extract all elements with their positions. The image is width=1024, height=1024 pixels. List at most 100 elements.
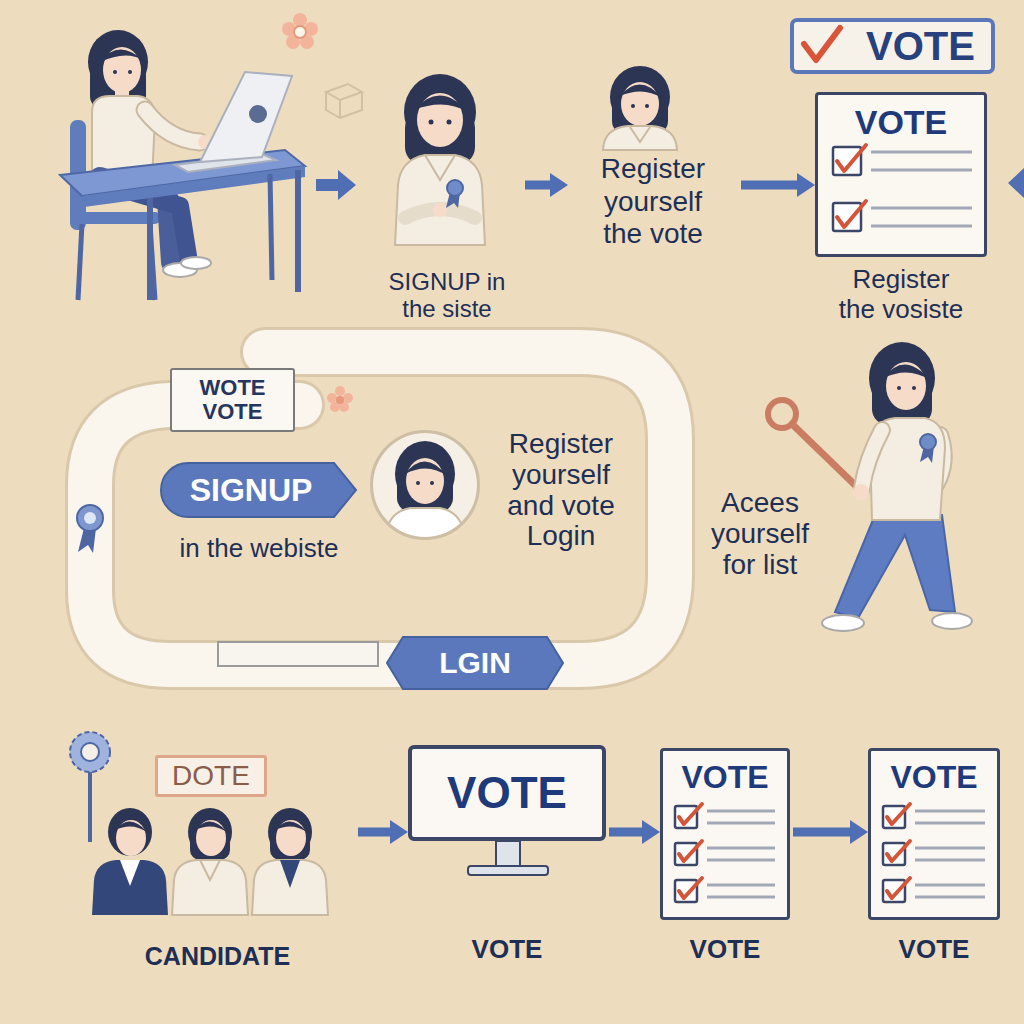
signup-person — [433, 203, 447, 217]
caption-text: Register yourself and vote Login — [491, 429, 631, 552]
monitor-screen: VOTEVOTE — [408, 745, 606, 841]
signup-person — [425, 155, 455, 180]
walking-person — [768, 342, 972, 631]
avatar-picture — [430, 481, 434, 485]
walking-person — [862, 430, 882, 488]
candidate-people — [276, 820, 306, 856]
vote-tag: DOTE — [155, 755, 267, 797]
ribbon-rosette — [77, 505, 103, 553]
node-text: SIGNUP in the siste — [377, 268, 517, 323]
desk-scene — [295, 170, 301, 292]
walking-person — [822, 615, 864, 631]
flow-arrow — [525, 181, 550, 190]
candidate-people — [195, 821, 227, 832]
box-sketch — [326, 84, 362, 118]
ballot-line — [707, 859, 775, 862]
flower — [343, 393, 353, 403]
ballot-card: VOTERegister the vosiste — [815, 92, 987, 257]
desk-scene — [145, 110, 200, 142]
desk-scene — [200, 72, 292, 162]
ballot-line — [871, 225, 972, 228]
ballot-line — [707, 884, 775, 887]
rosette-stick — [70, 732, 110, 842]
button-outline — [161, 463, 356, 517]
walking-person — [932, 613, 972, 629]
candidate-people — [120, 860, 140, 886]
desk-scene — [270, 174, 272, 280]
node-text: VOTE — [855, 103, 948, 142]
ballot-line — [871, 207, 972, 210]
loop-track — [90, 352, 670, 665]
walking-person — [920, 434, 936, 450]
avatar-picture — [383, 441, 467, 545]
ballot-line — [871, 169, 972, 172]
ballot-line — [707, 896, 775, 899]
tick-mark — [887, 878, 910, 898]
step-figure: SIGNUP in the siste — [372, 78, 522, 323]
step-figure: Register yourself the vote — [568, 70, 738, 250]
tick-mark — [837, 145, 866, 171]
node-text: LGIN — [439, 648, 511, 678]
step-arrow — [316, 170, 356, 200]
register-person — [630, 127, 650, 142]
desk-scene — [128, 70, 132, 74]
vote-badge: VOTE — [790, 18, 995, 74]
tick-mark — [837, 201, 866, 227]
node-text: VOTE — [681, 759, 768, 796]
loop-track — [90, 352, 670, 665]
flow-arrow — [609, 828, 642, 837]
caption-text: in the webiste — [149, 534, 369, 564]
monitor-stand — [468, 841, 548, 875]
box-sketch — [326, 92, 362, 118]
button-outline — [387, 637, 563, 689]
ballot-line — [915, 810, 985, 813]
ballot-card: VOTEVOTE — [868, 748, 1000, 920]
flower — [293, 13, 307, 27]
avatar-picture — [416, 481, 420, 485]
ribbon-rosette — [78, 528, 96, 553]
monitor-stand — [468, 866, 548, 875]
signup-person — [395, 155, 485, 245]
candidate-people — [196, 820, 226, 856]
candidate-people — [108, 808, 152, 856]
caption-text: Register the vosiste — [836, 265, 966, 325]
walking-person — [862, 430, 882, 488]
flower — [336, 396, 344, 404]
ballot-line — [915, 884, 985, 887]
register-person — [603, 66, 677, 150]
register-person — [645, 104, 649, 108]
avatar-circle: Register yourself and vote Login — [370, 430, 480, 540]
flow-arrow — [358, 828, 390, 837]
rosette-stick — [70, 732, 110, 772]
desk-scene — [113, 70, 117, 74]
box-sketch — [326, 84, 362, 100]
loop-track — [90, 352, 670, 665]
candidate-people — [92, 860, 168, 915]
login-button: LGIN — [385, 636, 565, 690]
desk-scene — [100, 49, 143, 62]
register-person — [603, 126, 677, 150]
tick-mark — [887, 841, 910, 861]
node-text: Register yourself the vote — [588, 153, 718, 250]
ballot-line — [707, 847, 775, 850]
step-arrow — [1008, 168, 1024, 198]
desk-scene — [60, 30, 305, 300]
signup-person — [447, 180, 463, 196]
tick-mark — [679, 804, 702, 824]
ballot-line — [915, 896, 985, 899]
register-person — [631, 104, 635, 108]
ballot-line — [915, 847, 985, 850]
ballot-line — [915, 822, 985, 825]
node-text: VOTE — [890, 759, 977, 796]
desk-scene — [147, 198, 153, 300]
node-text: WOTE VOTE — [183, 376, 283, 424]
walking-person — [768, 400, 796, 428]
rosette-stick — [81, 743, 99, 761]
walking-person — [912, 386, 916, 390]
walking-person — [792, 424, 856, 486]
ribbon-rosette — [77, 505, 103, 531]
avatar-picture — [405, 461, 447, 476]
candidate-group: CANDIDATE — [80, 800, 355, 970]
node-text: DOTE — [172, 762, 250, 790]
